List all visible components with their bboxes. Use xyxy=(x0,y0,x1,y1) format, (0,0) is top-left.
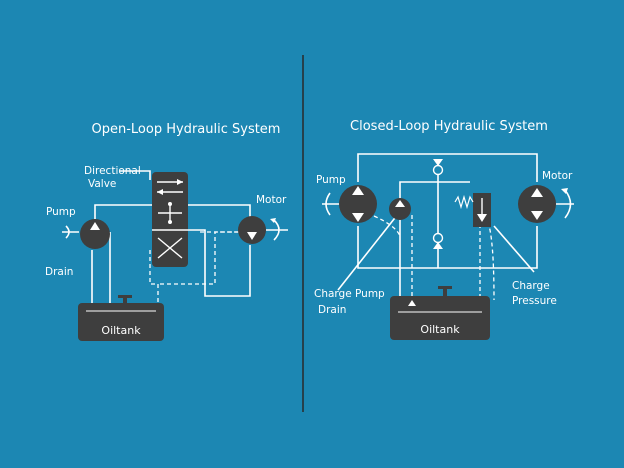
check-valve-top-arrow xyxy=(433,159,443,166)
open-motor-rotation-arrow xyxy=(270,218,276,223)
relief-valve-spring xyxy=(454,194,474,210)
open-pump-label: Pump xyxy=(46,206,76,218)
charge-pump-leader xyxy=(337,213,399,291)
charge-pressure-leader xyxy=(493,225,535,273)
open-motor-label: Motor xyxy=(256,194,287,206)
closed-motor-arrow-up xyxy=(531,188,543,197)
open-pump-rotation-icon xyxy=(65,225,70,239)
closed-tank-label: Oiltank xyxy=(420,323,460,336)
charge-pump-arrow xyxy=(395,200,405,207)
relief-valve-arrow xyxy=(477,214,487,222)
open-oil-tank xyxy=(78,303,164,341)
closed-tank-cap xyxy=(438,286,452,289)
open-tank-cap xyxy=(118,295,132,298)
closed-motor-label: Motor xyxy=(542,170,573,182)
open-tank-label: Oiltank xyxy=(101,324,141,337)
closed-loop-bottom-pipe xyxy=(357,226,538,269)
open-pump-symbol xyxy=(80,219,110,249)
open-loop-title: Open-Loop Hydraulic System xyxy=(92,122,281,137)
open-tank-filler xyxy=(123,296,127,304)
motor-case-drain xyxy=(487,221,495,301)
closed-motor-arrow-down xyxy=(531,211,543,220)
closed-loop-top-pipe xyxy=(357,153,538,182)
closed-oil-tank xyxy=(390,296,490,340)
directional-valve-label-2: Valve xyxy=(88,178,116,190)
charge-pump-drain-label-1: Charge Pump xyxy=(314,288,385,300)
check-valve-bottom-arrow xyxy=(433,242,443,249)
valve-arrow-right xyxy=(177,179,183,185)
charge-pressure-label-2: Pressure xyxy=(512,295,557,307)
closed-loop-diagram: Closed-Loop Hydraulic System xyxy=(314,119,574,340)
open-loop-diagram: Open-Loop Hydraulic System xyxy=(45,122,288,341)
closed-pump-rotation-icon xyxy=(325,192,331,216)
charge-manifold-pipe xyxy=(399,181,470,198)
open-motor-rotation-icon xyxy=(273,219,280,241)
valve-drain-dashed xyxy=(149,250,159,306)
open-pump-arrow xyxy=(90,222,100,230)
valve-to-motor-lower-pipe xyxy=(188,229,251,297)
open-motor-symbol xyxy=(238,216,266,244)
valve-to-motor-upper-pipe xyxy=(188,204,251,218)
check-valve-bottom xyxy=(432,232,444,244)
closed-pump-label: Pump xyxy=(316,174,346,186)
closed-motor-rotation-icon xyxy=(564,189,572,219)
closed-pump-arrow-up xyxy=(352,186,364,195)
closed-tank-filler xyxy=(443,288,447,297)
valve-port-dot-1 xyxy=(168,202,172,206)
closed-motor-symbol xyxy=(518,185,556,223)
valve-arrow-left xyxy=(157,189,163,195)
closed-loop-title: Closed-Loop Hydraulic System xyxy=(350,119,548,134)
open-motor-arrow xyxy=(247,232,257,240)
charge-pump-symbol xyxy=(389,198,411,220)
charge-pressure-label-1: Charge xyxy=(512,280,550,292)
charge-pump-drain-label-2: Drain xyxy=(318,304,346,316)
pump-case-drain xyxy=(373,215,401,237)
pump-to-valve-pipe xyxy=(94,204,152,219)
valve-leader-line xyxy=(120,170,151,180)
open-drain-label: Drain xyxy=(45,266,73,278)
closed-pump-arrow-down xyxy=(352,213,364,222)
check-valve-top xyxy=(432,164,444,176)
closed-motor-rotation-arrow xyxy=(561,188,568,194)
closed-tank-return-arrow xyxy=(408,300,416,306)
directional-valve-label-1: Directional xyxy=(84,165,141,177)
closed-pump-symbol xyxy=(339,185,377,223)
valve-port-dot-2 xyxy=(168,220,172,224)
